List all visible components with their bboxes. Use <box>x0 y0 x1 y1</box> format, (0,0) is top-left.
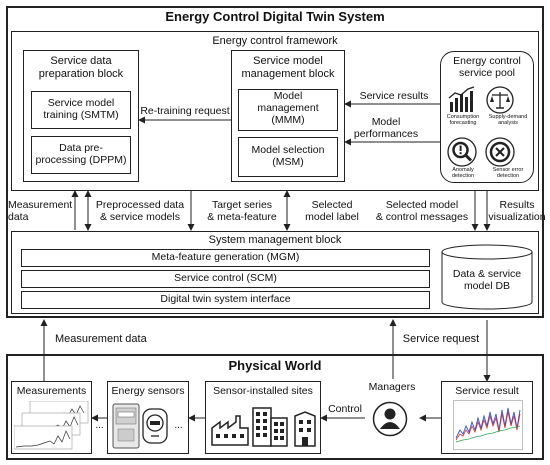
database-icon <box>441 244 533 310</box>
framework-title: Energy control framework <box>212 35 338 47</box>
retraining-label: Re-training request <box>140 105 230 117</box>
service-results-label: Service results <box>359 90 429 102</box>
selected-model-flow-label: Selected model & control messages <box>375 199 469 224</box>
interface-module <box>21 291 430 309</box>
measurement-uplink-label: Measurement data <box>55 333 147 345</box>
mgm-label: Meta-feature generation (MGM) <box>151 251 300 263</box>
preprocessed-flow-label: Preprocessed data & service models <box>95 199 185 224</box>
framework-box <box>11 31 539 191</box>
physical-world-title: Physical World <box>228 358 322 373</box>
smtm-label: Service model training (SMTM) <box>43 97 119 122</box>
msm-label: Model selection (MSM) <box>251 144 325 169</box>
scm-module <box>21 270 430 288</box>
digital-twin-frame <box>6 6 544 318</box>
bar-chart-icon <box>448 86 475 112</box>
dppm-label: Data pre- processing (DPPM) <box>35 142 127 167</box>
service-result-label: Service result <box>455 385 519 397</box>
service-request-label: Service request <box>402 333 480 345</box>
balance-scale-icon <box>486 86 514 114</box>
interface-label: Digital twin system interface <box>160 293 291 305</box>
model-block-title: Service model management block <box>241 55 335 80</box>
pool-item-sensor-error: Sensor error detection <box>492 167 524 180</box>
database-label: Data & service model DB <box>452 268 522 293</box>
pool-item-anomaly: Anomaly detection <box>451 167 475 180</box>
pool-item-consumption: Consumption forecasting <box>446 114 480 127</box>
smtm-module <box>31 91 131 129</box>
building-icon <box>294 411 316 447</box>
energy-sensors-label: Energy sensors <box>111 385 185 397</box>
managers-label: Managers <box>368 381 416 393</box>
measurement-data-flow-label: Measurement data <box>8 199 73 224</box>
time-series-plots-icon <box>14 401 89 450</box>
control-label: Control <box>328 403 362 415</box>
result-chart-icon <box>453 400 523 450</box>
system-block-title: System management block <box>208 234 342 246</box>
target-series-flow-label: Target series & meta-feature <box>207 199 277 224</box>
manager-icon <box>372 401 408 437</box>
factory-icon <box>211 415 249 446</box>
mgm-module <box>21 249 430 267</box>
scm-label: Service control (SCM) <box>174 272 277 284</box>
service-pool <box>440 51 534 183</box>
measurements-label: Measurements <box>16 385 87 397</box>
physical-world-frame <box>6 354 544 460</box>
msm-module <box>238 137 338 177</box>
smart-meter-icon <box>142 408 168 444</box>
meter-icon <box>112 403 140 449</box>
magnifier-alert-icon <box>447 137 477 167</box>
dppm-module <box>31 136 131 174</box>
ellipsis-1: ... <box>95 420 104 431</box>
mmm-label: Model management (MMM) <box>257 90 319 127</box>
mmm-module <box>238 89 338 131</box>
ellipsis-2: ... <box>174 420 183 431</box>
service-pool-title: Energy control service pool <box>453 55 521 80</box>
selected-label-flow-label: Selected model label <box>305 199 359 224</box>
sites-label: Sensor-installed sites <box>213 385 313 397</box>
error-gauge-icon <box>485 137 515 167</box>
twin-title: Energy Control Digital Twin System <box>165 9 385 24</box>
apartment-icon <box>252 407 288 447</box>
prep-block-title: Service data preparation block <box>38 55 124 80</box>
model-performances-label: Model performances <box>353 116 419 141</box>
pool-item-supply-demand: Supply-demand analysis <box>488 114 528 127</box>
results-viz-flow-label: Results visualization <box>488 199 546 224</box>
